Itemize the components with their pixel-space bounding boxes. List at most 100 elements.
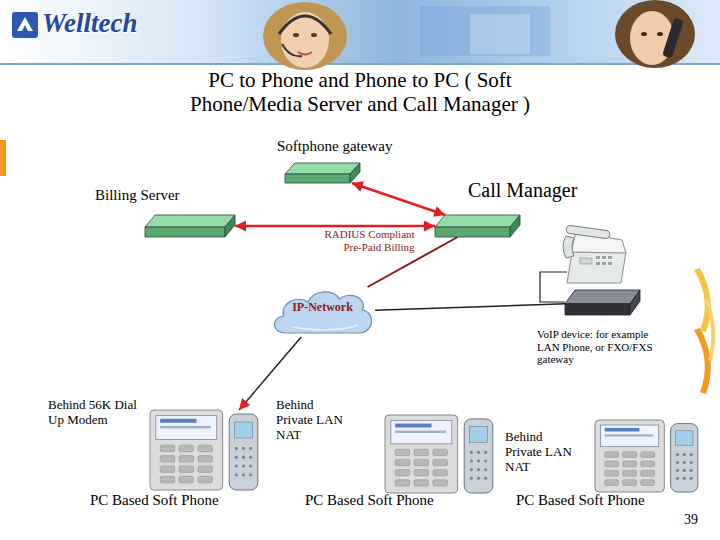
slide-backdrop-part <box>311 33 317 37</box>
softphone-graphic-part <box>470 477 473 480</box>
slide-backdrop-part <box>567 252 626 283</box>
softphone-graphic-part <box>605 452 619 458</box>
softphone-graphic-part <box>689 461 692 464</box>
device-box-part <box>145 227 225 237</box>
pc-softphone: Behind Private LAN NATPC Based Soft Phon… <box>595 420 700 492</box>
device-box-part <box>285 174 350 183</box>
softphone-graphic-part <box>477 451 480 454</box>
softphone-graphic-part <box>242 456 245 459</box>
connector-label: RADIUS Compliant Pre-Paid Billing <box>315 228 415 253</box>
softphone-graphic-part <box>484 468 487 471</box>
softphone-graphic-part <box>623 452 637 458</box>
softphone-graphic-part <box>179 476 194 482</box>
softphone-graphic-part <box>484 459 487 462</box>
softphone-graphic-part <box>395 449 410 455</box>
softphone-graphic-part <box>623 480 637 486</box>
softphone-graphic-part <box>198 445 213 451</box>
softphone-graphic-part <box>623 470 637 476</box>
softphone-graphic-part <box>676 431 693 445</box>
node-caption: PC Based Soft Phone <box>305 492 475 509</box>
softphone-graphic-part <box>235 447 238 450</box>
node-label: Behind 56K Dial Up Modem <box>48 398 148 428</box>
slide-backdrop-part <box>608 262 612 265</box>
softphone-graphic-part <box>179 466 194 472</box>
device-box-part <box>510 215 520 237</box>
softphone-graphic-part <box>676 469 679 472</box>
softphone-graphic-part <box>160 476 175 482</box>
softphone-graphic-part <box>671 424 698 492</box>
node-caption: PC Based Soft Phone <box>90 492 260 509</box>
node-label: Softphone gateway <box>277 138 427 155</box>
softphone-graphic-part <box>605 470 619 476</box>
softphone-graphic-part <box>433 459 448 465</box>
softphone-graphic-part <box>689 453 692 456</box>
softphone-graphic-part <box>395 431 446 433</box>
softphone-graphic-part <box>242 473 245 476</box>
softphone-graphic-part <box>198 456 213 462</box>
softphone-graphic-part <box>395 480 410 486</box>
softphone-graphic-part <box>623 461 637 467</box>
softphone-graphic-part <box>676 477 679 480</box>
slide-backdrop-part <box>279 16 331 34</box>
softphone-graphic-part <box>605 434 654 436</box>
node-label: Call Manager <box>468 179 628 202</box>
device-box-part <box>145 215 235 227</box>
softphone-graphic-part <box>477 468 480 471</box>
softphone-graphic-part <box>249 456 252 459</box>
softphone-graphic-part <box>470 459 473 462</box>
softphone-graphic-part <box>433 470 448 476</box>
softphone-graphic-part <box>595 420 664 492</box>
softphone-graphic-part <box>605 480 619 486</box>
softphone-graphic-part <box>676 461 679 464</box>
softphone-graphic-part <box>641 480 655 486</box>
slide-backdrop-part <box>657 32 663 36</box>
softphone-graphic-part <box>395 424 431 428</box>
softphone-graphic-part <box>414 470 429 476</box>
slide-backdrop-part <box>0 140 6 176</box>
slide-backdrop-part <box>17 17 33 31</box>
softphone-graphic-part <box>235 464 238 467</box>
slide-backdrop-part <box>602 256 606 259</box>
softphone-graphic <box>595 420 700 492</box>
softphone-graphic-part <box>179 456 194 462</box>
connector-line <box>235 225 435 228</box>
softphone-graphic-part <box>470 468 473 471</box>
softphone-graphic-part <box>242 464 245 467</box>
softphone-graphic-part <box>484 477 487 480</box>
node-label: VoIP device: for example LAN Phone, or F… <box>537 328 663 366</box>
slide-backdrop-part <box>662 17 684 58</box>
device-box-part <box>225 215 235 237</box>
slide-backdrop-part <box>263 2 347 70</box>
slide-backdrop-part <box>615 0 695 68</box>
softphone-graphic-part <box>156 416 217 440</box>
slide-backdrop-part <box>704 298 715 361</box>
connector-line <box>375 304 565 310</box>
node-label: Behind Private LAN NAT <box>276 398 348 443</box>
network-cloud-part <box>293 325 358 330</box>
softphone-graphic-part <box>469 427 487 443</box>
slide-backdrop-part <box>470 14 530 54</box>
device-box-part <box>435 215 520 227</box>
node-label: Behind Private LAN NAT <box>505 430 577 475</box>
softphone-graphic-part <box>198 476 213 482</box>
device-box <box>145 215 235 237</box>
slide-backdrop-part <box>540 272 567 302</box>
softphone-graphic-part <box>601 425 659 447</box>
softphone-graphic-part <box>391 420 452 443</box>
device-box <box>565 290 640 315</box>
device-box-part <box>350 163 360 183</box>
softphone-graphic-part <box>385 415 458 493</box>
slide-backdrop-part <box>602 262 606 265</box>
softphone-graphic-part <box>433 449 448 455</box>
node-label: IP-Network <box>270 301 375 315</box>
softphone-graphic-part <box>683 461 686 464</box>
softphone-graphic-part <box>160 426 211 428</box>
softphone-graphic-part <box>242 447 245 450</box>
slide-backdrop-part <box>563 236 574 258</box>
slide-backdrop-part <box>608 256 612 259</box>
softphone-graphic-part <box>641 452 655 458</box>
softphone-graphic-part <box>414 459 429 465</box>
softphone-graphic-part <box>179 445 194 451</box>
softphone-graphic-part <box>605 461 619 467</box>
